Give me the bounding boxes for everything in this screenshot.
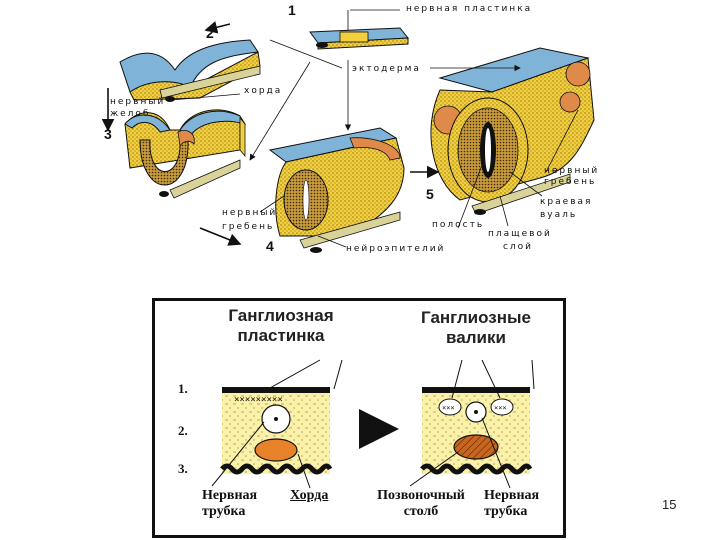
label-ectoderm: эктодерма (352, 64, 421, 74)
label-cavity: полость (432, 220, 484, 230)
label-mantle-layer: плащевой слой (488, 228, 548, 254)
label-marginal-veil: краевая вуаль (540, 196, 606, 222)
label-notochord-left: Хорда (290, 488, 328, 504)
neurulation-diagram (100, 0, 620, 262)
row-number-1: 1. (178, 381, 188, 397)
stage-3-closing-tube (125, 110, 245, 198)
label-neural-crest-right: нервный гребень (544, 166, 604, 188)
stage-number-1: 1 (288, 2, 296, 18)
svg-text:×××: ××× (494, 404, 507, 412)
label-spinal-column: Позвоночный столб (366, 488, 476, 520)
row-number-3: 3. (178, 461, 188, 477)
label-neural-groove: нервный желоб (110, 96, 162, 120)
stage-number-2: 2 (206, 25, 214, 41)
svg-text:×××××××××: ××××××××× (234, 395, 283, 405)
heading-ganglion-ridges: Ганглиозные валики (406, 308, 546, 348)
stage-5-differentiation (431, 48, 594, 215)
label-neuroepithelium: нейроэпителий (346, 244, 445, 254)
label-neural-plate: нервная пластинка (406, 4, 532, 14)
label-neural-crest-left: нервный гребень (222, 206, 286, 234)
stage-1-neural-plate (310, 28, 408, 49)
svg-text:×××: ××× (442, 404, 455, 412)
stage-number-3: 3 (104, 126, 112, 142)
heading-ganglion-plate: Ганглиозная пластинка (216, 306, 346, 346)
left-panel: ××××××××× (212, 360, 342, 488)
label-notochord: хорда (244, 86, 282, 96)
right-panel: ××× ××× (410, 360, 534, 488)
label-neural-tube-right: Нервная трубка (484, 488, 554, 520)
ganglion-diagram: ××××××××× ××× ××× (152, 298, 566, 538)
label-neural-tube-left: Нервная трубка (202, 488, 266, 520)
stage-4-neural-tube (270, 128, 404, 253)
stage-2-neural-groove (120, 40, 260, 102)
stage-number-4: 4 (266, 238, 274, 254)
row-number-2: 2. (178, 423, 188, 439)
page-number: 15 (662, 497, 676, 512)
stage-number-5: 5 (426, 186, 434, 202)
